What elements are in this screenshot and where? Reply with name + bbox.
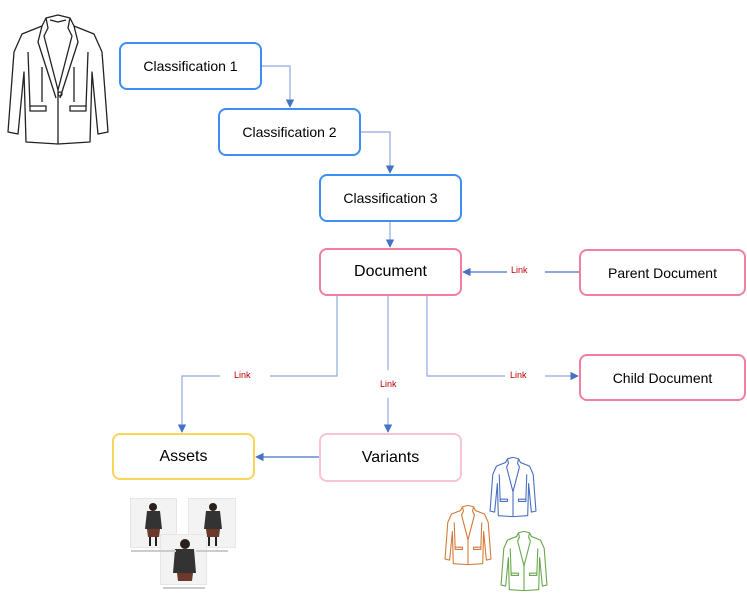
asset-caption-1 — [131, 550, 176, 552]
node-label: Child Document — [612, 369, 713, 386]
node-label: Parent Document — [608, 264, 717, 281]
node-assets[interactable]: Assets — [112, 433, 255, 480]
jacket-sketch-icon — [7, 14, 109, 145]
node-label: Classification 3 — [343, 190, 438, 206]
node-document[interactable]: Document — [319, 248, 462, 296]
model-photo-icon — [161, 535, 206, 584]
node-variants[interactable]: Variants — [319, 433, 462, 482]
node-parent-document[interactable]: Parent Document — [579, 249, 746, 296]
node-classification-1[interactable]: Classification 1 — [119, 42, 262, 90]
edge-document-child — [426, 296, 578, 376]
asset-caption-3 — [163, 587, 205, 589]
link-label-variants: Link — [378, 379, 399, 389]
node-label: Variants — [361, 448, 420, 466]
model-photo-icon — [189, 499, 235, 547]
link-label-parent: Link — [509, 265, 530, 275]
green-jacket-sketch-icon — [500, 530, 548, 592]
node-child-document[interactable]: Child Document — [579, 354, 746, 401]
orange-jacket-sketch-icon — [444, 504, 492, 566]
asset-photo-3 — [160, 534, 207, 585]
node-label: Assets — [159, 447, 208, 465]
node-classification-2[interactable]: Classification 2 — [218, 108, 361, 156]
node-label: Classification 1 — [143, 58, 238, 74]
node-classification-3[interactable]: Classification 3 — [319, 174, 462, 222]
edge-class1-class2 — [262, 65, 295, 108]
asset-photo-2 — [188, 498, 236, 548]
node-label: Classification 2 — [242, 124, 337, 140]
node-label: Document — [354, 263, 427, 280]
edge-class2-class3 — [361, 131, 395, 174]
edge-document-assets — [182, 296, 338, 432]
link-label-child: Link — [508, 370, 529, 380]
asset-caption-2 — [196, 550, 228, 552]
blue-jacket-sketch-icon — [489, 456, 537, 518]
link-label-assets: Link — [232, 370, 253, 380]
